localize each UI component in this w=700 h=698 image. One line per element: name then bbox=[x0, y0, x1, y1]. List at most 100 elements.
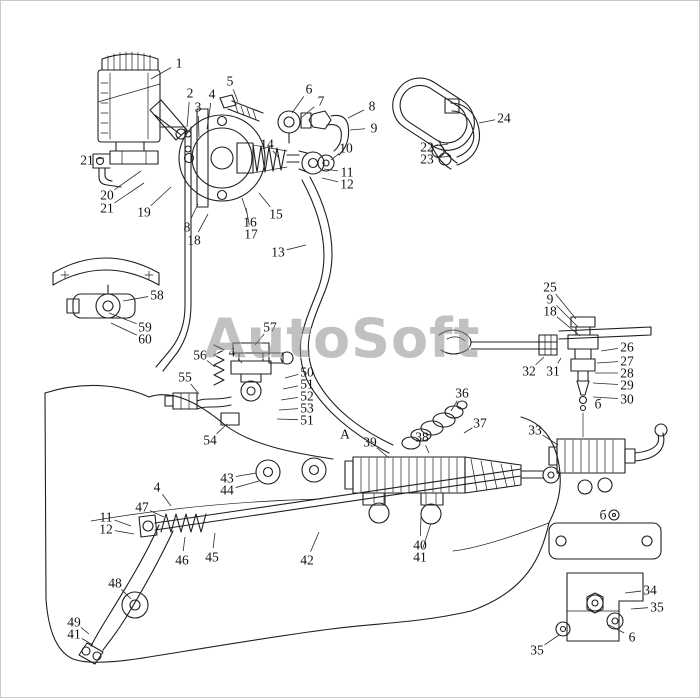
part-label-2-1: 2 bbox=[187, 86, 194, 101]
leader-line-4-59 bbox=[162, 494, 172, 507]
mounting-bracket bbox=[155, 126, 192, 372]
hydraulic-fittings bbox=[219, 94, 350, 172]
part-label-43-57: 43 bbox=[220, 471, 234, 486]
leader-line-26-42 bbox=[600, 347, 619, 352]
leader-line-14-12 bbox=[272, 150, 280, 159]
fluid-reservoir bbox=[92, 51, 188, 188]
part-label-17-24: 17 bbox=[244, 227, 258, 242]
part-label-54-38: 54 bbox=[203, 433, 217, 448]
leader-line-15-23 bbox=[258, 192, 271, 208]
leader-line-18-41 bbox=[556, 316, 581, 337]
leader-line-9-40 bbox=[556, 305, 579, 328]
part-label-37-50: 37 bbox=[473, 416, 487, 431]
part-label-53-36: 53 bbox=[300, 401, 314, 416]
part-label-51-34: 51 bbox=[300, 377, 314, 392]
hose-clamp bbox=[66, 284, 136, 319]
part-label-50-33: 50 bbox=[300, 365, 314, 380]
leader-line-36-49 bbox=[450, 400, 458, 412]
leader-line-27-43 bbox=[596, 361, 619, 364]
leader-line-39-52 bbox=[376, 447, 390, 459]
support-saddle bbox=[52, 257, 160, 286]
leader-line-57-29 bbox=[254, 333, 265, 346]
part-label-6-74: 6 bbox=[629, 630, 636, 645]
leader-line-22-10 bbox=[435, 143, 449, 147]
part-label-13-25: 13 bbox=[271, 245, 285, 260]
part-label-41-67: 41 bbox=[413, 550, 427, 565]
part-label-47-60: 47 bbox=[135, 500, 149, 515]
part-label-36-49: 36 bbox=[455, 386, 469, 401]
leader-line-48-68 bbox=[121, 589, 132, 600]
part-label-12-62: 12 bbox=[99, 522, 113, 537]
part-label-25-39: 25 bbox=[543, 280, 557, 295]
leader-line-4-30 bbox=[237, 358, 243, 364]
part-label-39-52: 39 bbox=[363, 435, 377, 450]
leader-line-6-5 bbox=[291, 96, 305, 114]
leader-line-21-16 bbox=[95, 157, 105, 160]
part-label-34-71: 34 bbox=[643, 583, 657, 598]
part-label-20-17: 20 bbox=[100, 188, 114, 203]
part-label-б-56: б bbox=[600, 508, 607, 523]
leader-line-13-25 bbox=[286, 244, 307, 251]
leader-line-24-9 bbox=[478, 119, 496, 124]
part-label-56-31: 56 bbox=[193, 348, 207, 363]
part-label-31-48: 31 bbox=[546, 364, 560, 379]
leader-line-60-28 bbox=[110, 322, 138, 336]
leader-line-1-0 bbox=[150, 67, 172, 80]
leader-line-30-46 bbox=[592, 396, 619, 399]
leader-line-25-39 bbox=[555, 293, 577, 320]
leader-line-44-58 bbox=[235, 480, 260, 488]
leader-line-40-66 bbox=[419, 516, 422, 537]
part-label-11-14: 11 bbox=[341, 165, 354, 180]
part-label-41-70: 41 bbox=[67, 627, 81, 642]
pushrod-and-spring bbox=[138, 457, 522, 538]
part-label-18-41: 18 bbox=[543, 304, 557, 319]
leader-line-11-61 bbox=[114, 519, 132, 527]
part-label-58-26: 58 bbox=[150, 288, 164, 303]
part-label-4-3: 4 bbox=[209, 87, 216, 102]
mounting-plate-bracket bbox=[548, 522, 662, 642]
master-cylinder bbox=[178, 108, 325, 208]
part-label-18-21: 18 bbox=[187, 233, 201, 248]
housing-outline bbox=[44, 384, 561, 663]
diagram-artwork bbox=[44, 51, 668, 665]
part-label-29-45: 29 bbox=[620, 378, 634, 393]
part-label-42-65: 42 bbox=[300, 553, 314, 568]
part-label-30-46: 30 bbox=[620, 392, 634, 407]
leader-line-56-31 bbox=[206, 360, 216, 368]
leader-line-11-14 bbox=[323, 168, 339, 172]
leader-line-43-57 bbox=[235, 472, 257, 477]
part-label-3-2: 3 bbox=[195, 100, 202, 115]
leader-line-45-64 bbox=[212, 532, 216, 549]
leader-line-5-4 bbox=[232, 89, 239, 103]
part-label-48-68: 48 bbox=[108, 576, 122, 591]
part-label-22-10: 22 bbox=[420, 140, 434, 155]
leader-line-35-73 bbox=[544, 634, 560, 646]
part-label-9-40: 9 bbox=[547, 292, 554, 307]
part-label-46-63: 46 bbox=[175, 553, 189, 568]
leader-line-4-3 bbox=[206, 102, 212, 130]
leader-line-54-38 bbox=[216, 423, 228, 435]
leader-line-19-19 bbox=[150, 186, 172, 207]
leader-line-58-26 bbox=[122, 296, 149, 302]
leader-line-50-33 bbox=[284, 373, 299, 379]
part-label-35-72: 35 bbox=[650, 600, 664, 615]
part-label-14-12: 14 bbox=[260, 137, 274, 152]
leader-line-59-27 bbox=[108, 312, 137, 325]
leader-line-51-37 bbox=[276, 418, 299, 421]
leader-line-33-53 bbox=[542, 434, 559, 446]
leader-lines bbox=[80, 67, 649, 646]
part-label-1-0: 1 bbox=[176, 56, 183, 71]
part-label-49-69: 49 bbox=[67, 615, 81, 630]
leader-line-7-6 bbox=[300, 106, 315, 119]
leader-line-41-67 bbox=[422, 522, 432, 549]
part-label-11-61: 11 bbox=[100, 510, 113, 525]
part-label-16-22: 16 bbox=[243, 215, 257, 230]
leader-line-55-32 bbox=[190, 383, 200, 395]
leader-line-10-13 bbox=[330, 153, 340, 161]
pedal-lever bbox=[299, 176, 394, 454]
part-label-57-29: 57 bbox=[263, 320, 277, 335]
part-label-10-13: 10 bbox=[339, 141, 353, 156]
leader-line-18-21 bbox=[197, 213, 209, 233]
